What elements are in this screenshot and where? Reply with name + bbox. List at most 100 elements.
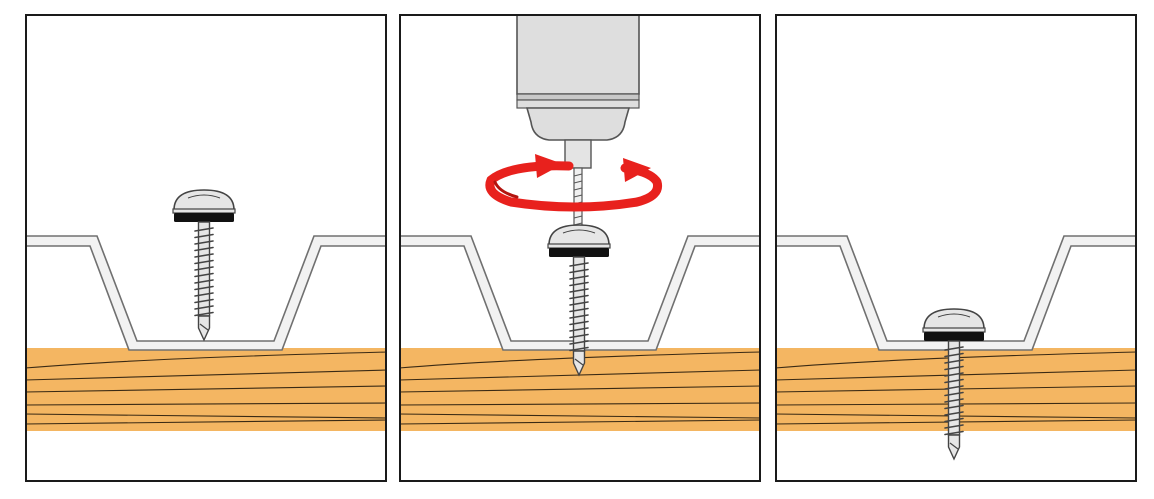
screw-thread [569,320,589,326]
driver-bit-flute [573,187,583,191]
driver-bit-flute [573,173,583,177]
step-3-panel [775,14,1137,482]
rotation-arrow-head-right [623,158,651,182]
screw-thread [569,346,589,352]
screw-tip-flute [949,442,959,450]
screw-thread [944,346,964,351]
screw-thread [944,352,964,358]
self-drilling-screw-icon [547,224,611,377]
screw-thread [944,378,964,384]
screw-thread [194,311,214,317]
wood-grain-line [399,413,761,419]
screw-thread [944,398,964,403]
screw-thread [944,365,964,371]
screw-thread [569,327,589,332]
screw-thread [944,430,964,436]
screw-thread [944,417,964,423]
screw-thread [194,233,214,239]
rotation-arrow-shade [493,180,519,199]
wood-grain-line [399,402,761,406]
panel-content [399,14,761,482]
screw-thread [944,372,964,377]
screw-cap [548,224,610,246]
screw-cap-highlight [562,229,596,234]
panel-frame [25,14,387,482]
screw-thread [194,246,214,252]
wood-grain-line [25,402,387,406]
self-drilling-screw-icon [172,189,236,342]
drill-collar-ring [516,93,640,101]
screw-cap-highlight [187,194,221,199]
screw-thread [569,307,589,313]
drill-chuck [525,107,631,141]
wood-grain-line [25,413,387,419]
panel-content [25,14,387,482]
screw-thread [569,301,589,306]
wood-grain-line [399,385,761,393]
panel-frame [775,14,1137,482]
screw-thread [194,285,214,291]
screw-thread [569,340,589,345]
screw-cap-rim [547,243,611,249]
screw-thread [194,227,214,232]
screw-cap [923,308,985,330]
panel-content [775,14,1137,482]
rotation-arrow-icon [485,154,663,212]
screw-thread [194,253,214,258]
screw-tip-flute [199,323,209,331]
self-drilling-screw-icon [922,308,986,461]
sealing-washer [549,248,609,257]
driver-bit-flute [573,215,583,219]
rotation-arrow-band [485,161,663,212]
wood-grain-line [25,385,387,393]
screw-thread [194,292,214,297]
drill-chuck-icon [516,14,640,229]
screw-thread [944,385,964,390]
screw-thread [194,298,214,304]
screw-thread [194,305,214,310]
screw-thread [569,275,589,280]
screw-thread [569,281,589,287]
roof-sheet-profile [25,235,387,351]
wood-grain-line [399,419,761,425]
screw-thread [569,288,589,293]
wood-grain-line [399,351,761,369]
screw-drill-tip [572,350,586,377]
screw-cap-highlight [937,313,971,318]
sealing-washer [174,213,234,222]
screw-thread [944,404,964,410]
screw-thread [194,272,214,278]
screw-thread [944,411,964,416]
screw-cap [173,189,235,211]
screw-thread [569,333,589,339]
screw-tip-flute [574,358,584,366]
screw-thread [569,314,589,319]
drill-collar [516,99,640,109]
screw-thread [194,240,214,245]
screw-thread [569,262,589,267]
roof-sheet-profile [775,235,1137,351]
driver-bit-flute [573,180,583,184]
screw-thread [569,268,589,274]
screw-thread [944,391,964,397]
step-1-panel [25,14,387,482]
screw-drill-tip [947,434,961,461]
step-2-panel [399,14,761,482]
screw-cap-rim [172,208,236,214]
screw-thread [194,259,214,265]
rotation-arrow-head-left [535,154,563,178]
screw-thread [944,359,964,364]
wood-grain-line [25,369,387,381]
driver-bit [573,167,583,229]
screw-drill-tip [197,315,211,342]
panel-frame [399,14,761,482]
screw-thread [569,294,589,300]
wood-grain-line [775,351,1137,369]
roof-sheet-profile [399,235,761,351]
wood-grain-line [25,351,387,369]
drill-body [516,14,640,95]
driver-bit-flute [573,194,583,198]
wood-grain-line [399,369,761,381]
wood-grain-line [25,419,387,425]
